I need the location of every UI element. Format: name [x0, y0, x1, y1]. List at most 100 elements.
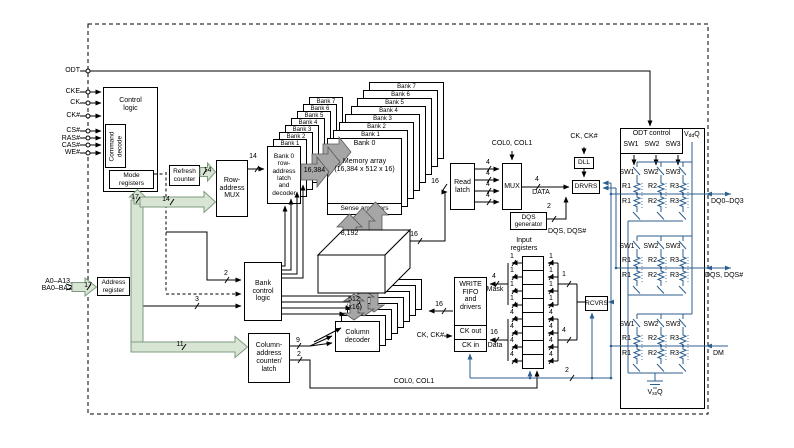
data-bus-label: DATA: [532, 189, 550, 196]
ckck-fifo-label: CK, CK#: [416, 331, 444, 339]
wire9-label: 9: [296, 337, 300, 344]
pin-odt: ODT: [65, 67, 80, 74]
dqs-pair-label: DQS, DQS#: [548, 228, 587, 235]
g1-sw3: SW3: [665, 169, 681, 176]
memory-array-label: Memory array (16,384 x 512 x 16): [334, 158, 395, 173]
g2-r1b: R1: [622, 272, 631, 279]
pin-we-n: WE#: [64, 149, 80, 156]
pin-ras-n: RAS#: [61, 134, 80, 142]
mask-label: Mask: [486, 286, 504, 293]
g1-r2a: R2: [648, 183, 657, 190]
wire2-coladdr-label: 2: [297, 351, 301, 358]
data4-label: 4: [535, 176, 539, 183]
reg-divider: [522, 326, 544, 327]
pin-cas-n: CAS#: [61, 141, 80, 149]
dq0-dq3-label: DQ0–DQ3: [711, 198, 744, 205]
g3-sw2: SW2: [643, 321, 659, 328]
bus17-up-label: 17: [131, 194, 139, 201]
pin-cke: CKE: [65, 88, 80, 95]
read16-a-label: 16: [410, 231, 418, 238]
feed4-label: 4: [562, 327, 566, 334]
ck-out-label: CK out: [459, 328, 482, 335]
g3-r3b: R3: [670, 350, 679, 357]
read16-b-label: 16: [431, 178, 439, 185]
sense-amplifiers-strip: Sense amplifiers: [328, 203, 401, 214]
reg-w4: 4: [510, 351, 514, 358]
g2-sw3: SW3: [665, 243, 681, 250]
bank0-row-latch-box: Bank 0 row- address latch and decoder: [267, 146, 301, 204]
reg-divider: [522, 298, 544, 299]
reg-w1: 1: [549, 253, 553, 260]
reg-w1: 1: [549, 295, 553, 302]
bank-control-box: Bank control logic: [244, 262, 282, 321]
odt-sw2-header: SW2: [644, 141, 660, 148]
mux4-label: 4: [486, 192, 490, 199]
reg-w4: 4: [549, 323, 553, 330]
wire3-label: 3: [195, 296, 199, 303]
read-latch-box: Read latch: [450, 163, 475, 210]
dqs-generator-box: DQS generator: [510, 212, 547, 230]
bus11-label: 11: [176, 341, 184, 348]
g2-sw2: SW2: [643, 243, 659, 250]
reg-w1: 1: [549, 281, 553, 288]
reg-w4: 4: [510, 323, 514, 330]
reg-w1: 1: [549, 267, 553, 274]
g1-sw2: SW2: [643, 169, 659, 176]
rcvrs-box: RCVRS: [585, 296, 608, 311]
latch14-label: 14: [249, 153, 257, 160]
pin-ck-n: CK#: [66, 112, 80, 119]
odt-control-title: ODT control: [632, 130, 671, 137]
reg-w1: 1: [510, 253, 514, 260]
column-address-box: Column- address counter/ latch: [248, 333, 290, 383]
g3-r2b: R2: [648, 350, 657, 357]
dqs2-label: 2: [547, 203, 551, 210]
vddq-label: VddQ: [684, 131, 700, 139]
reg-w4: 4: [549, 351, 553, 358]
bus14-label: 14: [162, 196, 170, 203]
pin-cs-n: CS#: [66, 127, 80, 134]
g2-r1a: R1: [622, 257, 631, 264]
reg-w1: 1: [510, 281, 514, 288]
odt-sw3-header: SW3: [665, 141, 681, 148]
reg-divider: [522, 354, 544, 355]
pin-ck: CK: [70, 99, 80, 106]
w8192-label: 8,192: [340, 230, 359, 237]
g1-r3b: R3: [670, 198, 679, 205]
dll-box: DLL: [574, 157, 594, 169]
column-decoder-box: Column decoder: [335, 321, 380, 352]
address-register-box: Address register: [97, 277, 130, 296]
g2-sw1: SW1: [619, 243, 635, 250]
feed1-label: 1: [562, 271, 566, 278]
reg-divider: [522, 284, 544, 285]
memory-bank0-label: Bank 0: [353, 140, 376, 147]
g1-r1b: R1: [622, 198, 631, 205]
strobe2-label: 2: [565, 367, 569, 374]
mask4-label: 4: [492, 273, 496, 280]
write16-label: 16: [435, 301, 443, 308]
reg-divider: [522, 312, 544, 313]
reg-w4: 4: [549, 309, 553, 316]
col01-bottom-label: COL0, COL1: [393, 378, 435, 385]
reg-w4: 4: [510, 309, 514, 316]
g3-r2a: R2: [648, 335, 657, 342]
wire2-bankctl-label: 2: [224, 270, 228, 277]
data16-label: 16: [490, 329, 498, 336]
dqs-pad-label: DQS, DQS#: [705, 272, 744, 279]
pin-address: A0–A13, BA0–BA2: [41, 278, 72, 292]
g2-r2b: R2: [648, 272, 657, 279]
ck-in-label: CK in: [461, 342, 480, 349]
g2-r2a: R2: [648, 257, 657, 264]
data-label: Data: [487, 342, 503, 349]
refresh-counter-box: Refresh counter: [169, 165, 200, 186]
row-address-mux-box: Row- address MUX: [216, 160, 248, 217]
input-registers-label: Input registers: [510, 237, 538, 252]
reg-w1: 1: [510, 295, 514, 302]
x16-label: (x16): [346, 304, 362, 311]
g2-r3a: R3: [670, 257, 679, 264]
vssq-label: VssQ: [647, 389, 663, 397]
g1-r2b: R2: [648, 198, 657, 205]
reg-divider: [522, 270, 544, 271]
g3-sw1: SW1: [619, 321, 635, 328]
ckck-dll-label: CK, CK#: [570, 133, 598, 140]
